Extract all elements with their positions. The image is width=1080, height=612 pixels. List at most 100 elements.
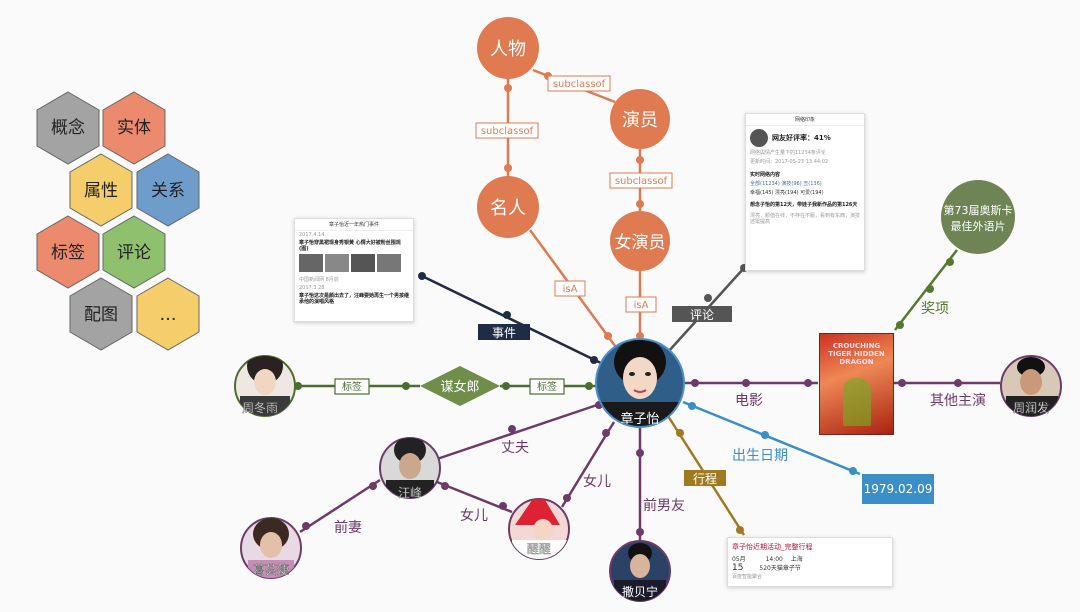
legend-label: 实体	[117, 118, 151, 138]
schedule-title[interactable]: 章子怡近期活动_完整行程	[732, 543, 813, 551]
entity-node-sa-beining[interactable]: 撒贝宁	[609, 540, 671, 602]
edge-label-husband: 丈夫	[501, 440, 529, 456]
news-thumbnails	[295, 253, 413, 275]
node-label: 周润发	[1013, 400, 1049, 415]
schedule-day: 15	[732, 563, 744, 573]
center-node-zhang-ziyi[interactable]: 章子怡	[595, 338, 685, 432]
avatar	[750, 129, 768, 147]
schedule-time: 14:00	[765, 556, 783, 563]
edge-comment: 评论	[667, 264, 748, 353]
edge-label-movie: 电影	[735, 393, 763, 409]
label-subclassof-person-celebrity: subclassof	[475, 122, 539, 139]
node-label-line2: 最佳外语片	[951, 219, 1006, 233]
schedule-row-1: 05月 14:00 上海	[728, 554, 892, 563]
node-label: 演员	[622, 110, 658, 131]
comment-item-1: 想念子怡的第12天，带娃子我新作品的第126天	[750, 202, 858, 208]
thumbnail-image	[351, 254, 375, 272]
edge-label-daughter-2: 女儿	[583, 473, 611, 490]
legend-hex-attribute: 属性	[69, 153, 133, 227]
news-headline-2[interactable]: 章子怡这次是颜出去了，汪峰要她再生一个男孩继承他的演唱风格	[299, 293, 410, 305]
edge-husband	[436, 402, 601, 461]
thumbnail-image	[299, 254, 323, 272]
comment-tags-row-1[interactable]: 全部(11234) 演技(96) 丑(136)	[750, 181, 822, 187]
label-isA-actress: isA	[625, 296, 657, 313]
concept-node-celebrity[interactable]: 名人	[477, 176, 539, 238]
node-label: 女演员	[615, 233, 666, 253]
concept-node-actress[interactable]: 女演员	[610, 211, 670, 271]
node-label: 撒贝宁	[622, 584, 658, 599]
edge-label-event: 事件	[492, 326, 516, 340]
comment-section-title: 实时网络内容	[750, 172, 781, 178]
legend-label: 配图	[84, 305, 118, 325]
svg-text:subclassof: subclassof	[553, 79, 606, 90]
legend-hex-entity: 实体	[102, 91, 166, 165]
edge-label-other-actor: 其他主演	[930, 393, 986, 409]
entity-edge-dots	[302, 379, 962, 536]
node-label: 醒醒	[527, 542, 551, 556]
edge-event: 事件	[418, 272, 606, 367]
entity-node-wang-feng[interactable]: 汪峰	[379, 436, 441, 502]
svg-text:标签: 标签	[537, 380, 557, 393]
legend-hex-comment: 评论	[102, 215, 166, 289]
label-isA-celebrity: isA	[554, 280, 586, 297]
node-label: 周冬雨	[242, 400, 278, 415]
node-label: 名人	[490, 198, 526, 219]
edge-ex-wife	[299, 478, 381, 534]
concept-node-actor[interactable]: 演员	[610, 89, 670, 149]
comment-rating: 网友好评率：41%	[772, 134, 831, 142]
entity-node-zhou-dongyu[interactable]: 周冬雨	[234, 348, 296, 420]
node-label: 汪峰	[398, 486, 422, 500]
node-label: 谋女郎	[440, 379, 479, 395]
legend-hex-more: …	[136, 277, 200, 351]
edge-tag-dots	[294, 382, 593, 390]
news-source-1: 中国新闻网 8月前	[299, 277, 339, 283]
legend-label: …	[160, 305, 177, 325]
comment-updated: 更新时间：2017-05-23 13:44:02	[750, 159, 829, 165]
news-card[interactable]: 章子怡近一年热门事件 2017.4.14 章子怡穿黑裙现身秀银黄 心情大好被粉丝…	[294, 218, 414, 322]
svg-text:isA: isA	[563, 284, 578, 295]
edge-label-award: 奖项	[921, 300, 949, 317]
legend-hex-relation: 关系	[136, 153, 200, 227]
legend-hex-tag: 标签	[36, 215, 100, 289]
thumbnail-image	[325, 254, 349, 272]
news-headline-1[interactable]: 章子怡穿黑裙现身秀银黄 心情大好被粉丝围观(图)	[299, 240, 401, 252]
svg-text:标签: 标签	[342, 380, 362, 393]
node-label: 人物	[490, 39, 526, 60]
legend-hexagons: 概念 实体 属性 关系 标签 评论 配图 …	[36, 91, 200, 351]
edge-label-ex-wife: 前妻	[334, 519, 362, 536]
movie-poster-title: CROUCHING TIGER HIDDEN DRAGON	[828, 342, 885, 366]
schedule-card[interactable]: 章子怡近期活动_完整行程 05月 14:00 上海 15 520天猫章子节 百度…	[727, 537, 893, 587]
edge-label-birthday: 出生日期	[732, 448, 788, 464]
comment-tags-row-2[interactable]: 幸福(145) 漂亮(194) 可爱(194)	[750, 190, 824, 196]
edge-schedule: 行程	[666, 415, 746, 536]
entity-node-zhou-runfa[interactable]: 周润发	[1000, 355, 1062, 418]
legend-label: 属性	[84, 181, 118, 201]
legend-label: 评论	[117, 243, 151, 263]
label-subclassof-actor-actress: subclassof	[609, 172, 673, 189]
edge-label-tag-left: 标签	[334, 378, 370, 395]
entity-node-xingxing[interactable]: 醒醒	[508, 490, 570, 562]
movie-poster[interactable]: CROUCHING TIGER HIDDEN DRAGON	[819, 333, 894, 435]
news-date-1: 2017.4.14	[299, 232, 325, 238]
comment-card[interactable]: 网络印象 网友好评率：41% 网络舆情产生量下的11234条评论 更新时间：20…	[745, 113, 865, 271]
thumbnail-image	[377, 254, 401, 272]
legend-label: 概念	[51, 117, 85, 138]
entity-edges	[299, 381, 1000, 540]
birth-date-node[interactable]: 1979.02.09	[862, 474, 934, 504]
svg-text:subclassof: subclassof	[481, 126, 534, 137]
edge-label-ex-boyfriend: 前男友	[643, 497, 685, 514]
news-date-2: 2017.3.28	[299, 285, 325, 291]
legend-hex-concept: 概念	[36, 91, 100, 165]
birth-date-value: 1979.02.09	[863, 482, 933, 496]
comment-summary: 网络舆情产生量下的11234条评论	[750, 150, 826, 156]
edge-label-tag-right: 标签	[529, 378, 565, 395]
award-node-oscar[interactable]: 第73届奥斯卡 最佳外语片	[941, 180, 1015, 254]
entity-node-ge-huijie[interactable]: 葛荟婕	[240, 517, 302, 582]
tag-node-mou-nvlang[interactable]: 谋女郎	[420, 366, 500, 406]
comment-item-2: 漂亮，颜值在线，不存在不服，看到有东西，演技还需提高	[750, 213, 861, 225]
schedule-footer: 百度智能聚合	[732, 574, 763, 580]
concept-node-person[interactable]: 人物	[477, 17, 539, 79]
comment-rating-row: 网友好评率：41%	[746, 126, 864, 148]
schedule-city: 上海	[790, 556, 803, 563]
